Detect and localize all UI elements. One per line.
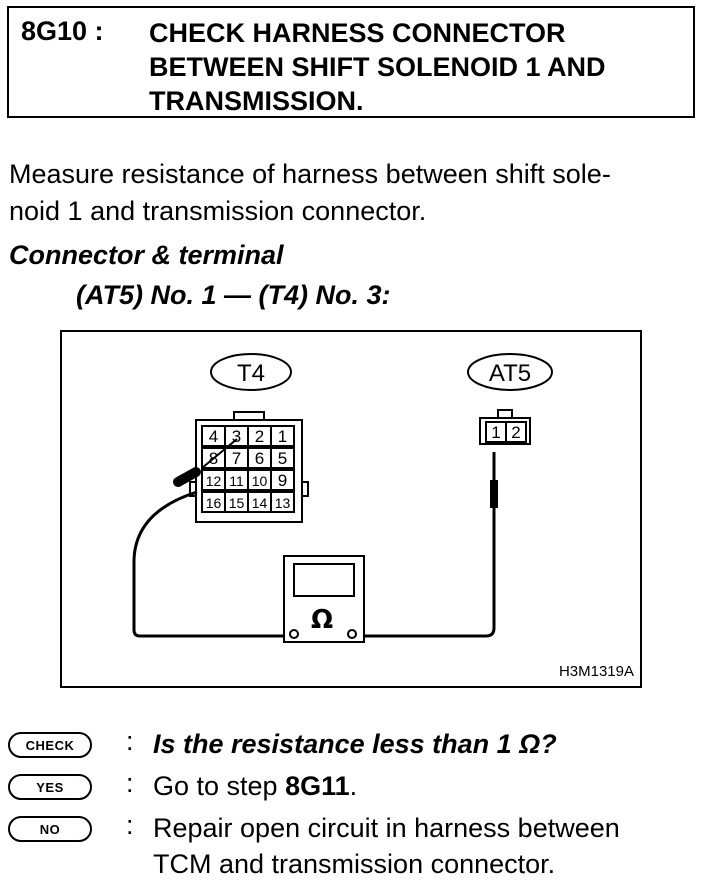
connector-heading: Connector & terminal — [9, 240, 284, 270]
probe-wire-at5 — [352, 452, 496, 638]
yes-colon: : — [126, 768, 134, 798]
at5-label-bubble — [467, 353, 553, 391]
at5-label: AT5 — [489, 360, 531, 387]
yes-badge: YES — [8, 774, 92, 800]
check-colon: : — [126, 726, 134, 756]
yes-step-link: 8G11 — [285, 771, 350, 801]
meter-display — [293, 563, 355, 597]
connector-pin-label: 2 — [511, 423, 520, 442]
connector-pin-cell — [505, 421, 527, 443]
connector-pin-label: 8 — [209, 449, 218, 468]
connector-pin-label: 15 — [229, 495, 245, 511]
connector-pin-label: 9 — [278, 471, 287, 490]
connector-pin-label: 7 — [232, 449, 241, 468]
meter-terminal-left — [289, 629, 299, 639]
connector-pin-cell — [270, 447, 295, 469]
step-number: 8G10 : — [21, 16, 104, 46]
no-answer: Repair open circuit in harness between T… — [153, 810, 703, 882]
connector-pin-label: 3 — [232, 427, 241, 446]
ohmmeter: Ω — [283, 555, 365, 643]
check-badge: CHECK — [8, 732, 92, 758]
no-row: NO : Repair open circuit in harness betw… — [8, 810, 698, 880]
connector-pin-label: 14 — [252, 495, 268, 511]
probe-tip-t4 — [201, 438, 238, 469]
no-colon: : — [126, 810, 134, 840]
step-title: CHECK HARNESS CONNECTOR BETWEEN SHIFT SO… — [149, 16, 689, 118]
step-title-line: TRANSMISSION. — [149, 86, 364, 116]
connector-pin-label: 13 — [275, 495, 291, 511]
meter-terminal-right — [347, 629, 357, 639]
probe-at5 — [490, 480, 498, 508]
figure-code: H3M1319A — [559, 663, 634, 680]
connector-pin-label: 1 — [491, 423, 500, 442]
probe-wire-t4 — [132, 490, 284, 638]
instruction-line: Measure resistance of harness between sh… — [9, 159, 611, 189]
t4-label: T4 — [237, 360, 265, 387]
connector-pin-label: 12 — [206, 473, 222, 489]
connector-pin-label: 4 — [209, 427, 218, 446]
probe-t4 — [173, 467, 201, 487]
connector-pin-cell — [270, 425, 295, 447]
check-question: Is the resistance less than 1 Ω? — [153, 729, 557, 759]
connector-pin-label: 2 — [255, 427, 264, 446]
connector-terminals: (AT5) No. 1 — (T4) No. 3: — [76, 280, 391, 310]
instruction-line: noid 1 and transmission connector. — [9, 196, 427, 226]
yes-row: YES : Go to step 8G11. — [8, 768, 698, 804]
yes-text: Go to step — [153, 771, 286, 801]
t4-label-bubble — [210, 353, 292, 391]
instruction-text: Measure resistance of harness between sh… — [9, 156, 699, 230]
connector-pin-label: 10 — [252, 473, 268, 489]
no-answer-line: Repair open circuit in harness between — [153, 813, 620, 843]
step-header: 8G10 : CHECK HARNESS CONNECTOR BETWEEN S… — [7, 6, 695, 118]
connector-pin-label: 5 — [278, 449, 287, 468]
connector-pin-cell — [270, 469, 295, 491]
connector-pin-label: 1 — [278, 427, 287, 446]
no-answer-line: TCM and transmission connector. — [153, 849, 556, 879]
check-row: CHECK : Is the resistance less than 1 Ω? — [8, 726, 698, 762]
ohm-symbol: Ω — [311, 605, 333, 635]
connector-pin-label: 6 — [255, 449, 264, 468]
step-title-line: BETWEEN SHIFT SOLENOID 1 AND — [149, 52, 606, 82]
connector-pin-cell — [270, 491, 295, 513]
connector-pin-label: 11 — [229, 473, 244, 489]
no-badge: NO — [8, 816, 92, 842]
step-title-line: CHECK HARNESS CONNECTOR — [149, 18, 566, 48]
connector-pin-label: 16 — [206, 495, 222, 511]
yes-text-suffix: . — [349, 771, 358, 801]
yes-answer: Go to step 8G11. — [153, 768, 703, 804]
